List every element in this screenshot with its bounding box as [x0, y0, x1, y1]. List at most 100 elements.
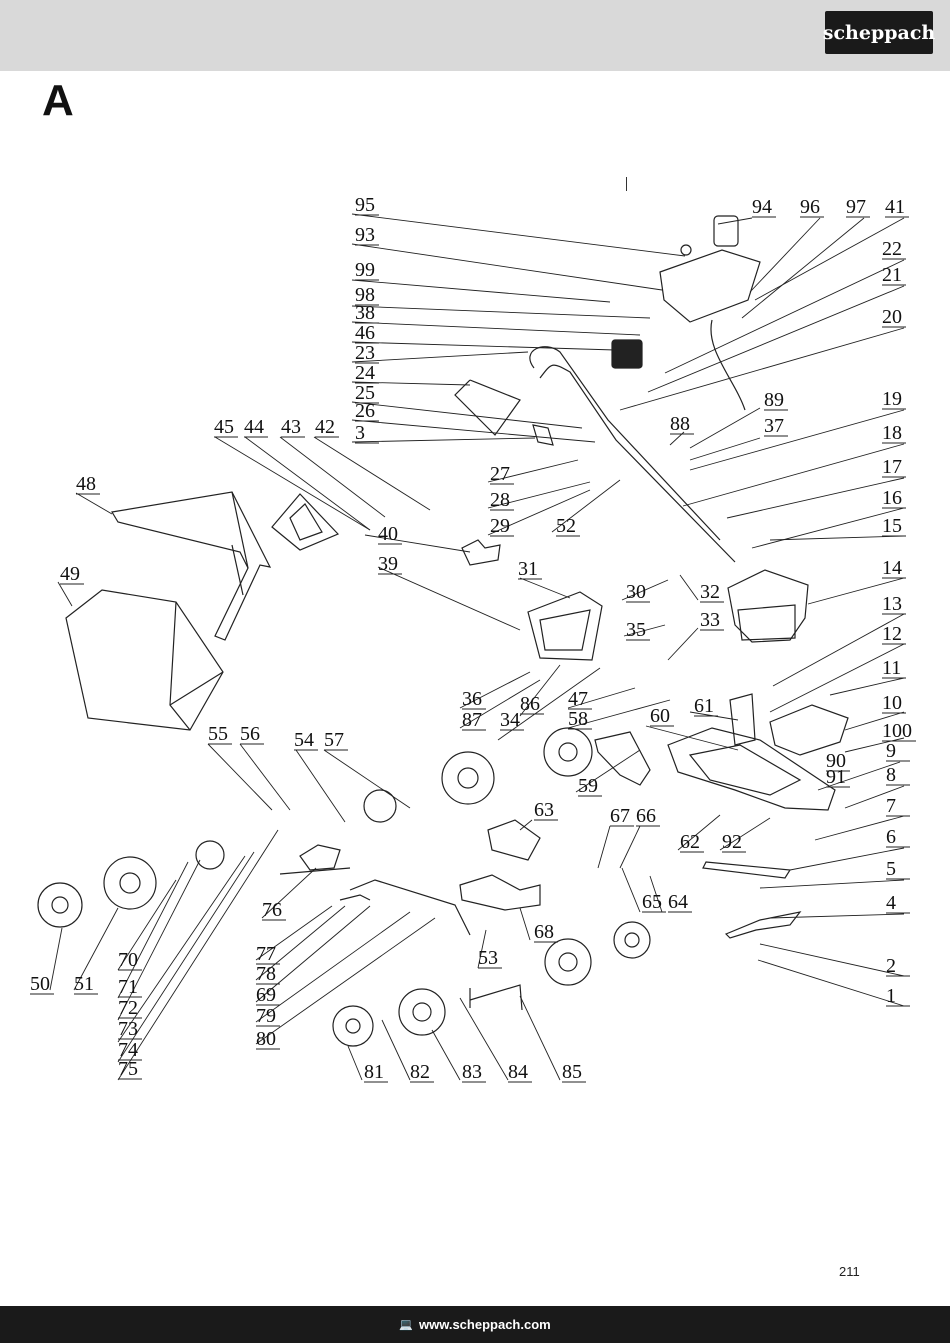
part-number-label: 65 — [642, 891, 662, 913]
part-number-label: 16 — [882, 487, 902, 509]
part-number-label: 24 — [355, 362, 375, 384]
part-number-label: 53 — [478, 947, 498, 969]
part-number-label: 18 — [882, 422, 902, 444]
part-number-label: 70 — [118, 949, 138, 971]
footer-bar: 💻 www.scheppach.com — [0, 1306, 950, 1343]
part-number-label: 55 — [208, 723, 228, 745]
part-number-label: 78 — [256, 963, 276, 985]
part-number-label: 92 — [722, 831, 742, 853]
part-number-label: 31 — [518, 558, 538, 580]
part-number-label: 63 — [534, 799, 554, 821]
part-number-label: 52 — [556, 515, 576, 537]
part-number-label: 95 — [355, 194, 375, 216]
part-number-label: 75 — [118, 1058, 138, 1080]
part-number-label: 64 — [668, 891, 688, 913]
part-number-label: 9 — [886, 740, 896, 762]
part-number-label: 48 — [76, 473, 96, 495]
part-number-label: 28 — [490, 489, 510, 511]
part-number-label: 26 — [355, 400, 375, 422]
part-number-label: 12 — [882, 623, 902, 645]
part-number-label: 88 — [670, 413, 690, 435]
part-number-label: 84 — [508, 1061, 528, 1083]
part-number-label: 19 — [882, 388, 902, 410]
marker-tick — [626, 177, 627, 191]
part-number-label: 99 — [355, 259, 375, 281]
part-number-label: 67 — [610, 805, 630, 827]
part-number-label: 90 — [826, 750, 846, 772]
part-number-label: 15 — [882, 515, 902, 537]
part-number-label: 91 — [826, 766, 846, 788]
part-number-label: 17 — [882, 456, 902, 478]
part-number-label: 71 — [118, 976, 138, 998]
part-number-label: 94 — [752, 196, 772, 218]
part-number-label: 41 — [885, 196, 905, 218]
part-number-label: 66 — [636, 805, 656, 827]
part-number-label: 27 — [490, 463, 510, 485]
page-number: 211 — [839, 1264, 860, 1279]
part-number-label: 21 — [882, 264, 902, 286]
part-number-label: 50 — [30, 973, 50, 995]
part-number-label: 7 — [886, 795, 896, 817]
part-number-label: 46 — [355, 322, 375, 344]
part-number-label: 82 — [410, 1061, 430, 1083]
part-number-label: 87 — [462, 709, 482, 731]
header-bar — [0, 0, 950, 71]
part-number-label: 29 — [490, 515, 510, 537]
part-number-label: 93 — [355, 224, 375, 246]
part-number-label: 39 — [378, 553, 398, 575]
part-number-label: 61 — [694, 695, 714, 717]
footer-url[interactable]: www.scheppach.com — [418, 1317, 551, 1332]
brand-logo-text: scheppach — [822, 21, 936, 44]
part-number-label: 69 — [256, 984, 276, 1006]
part-number-label: 89 — [764, 389, 784, 411]
part-number-label: 20 — [882, 306, 902, 328]
part-number-label: 97 — [846, 196, 866, 218]
part-number-label: 5 — [886, 858, 896, 880]
parts-artwork — [37, 215, 849, 1047]
part-number-label: 68 — [534, 921, 554, 943]
part-number-label: 85 — [562, 1061, 582, 1083]
part-number-label: 74 — [118, 1039, 138, 1061]
part-number-label: 37 — [764, 415, 784, 437]
part-number-label: 2 — [886, 955, 896, 977]
part-number-label: 10 — [882, 692, 902, 714]
part-number-label: 13 — [882, 593, 902, 615]
part-number-label: 47 — [568, 688, 588, 710]
part-number-label: 62 — [680, 831, 700, 853]
part-number-label: 58 — [568, 708, 588, 730]
part-number-label: 49 — [60, 563, 80, 585]
part-number-label: 60 — [650, 705, 670, 727]
part-number-label: 38 — [355, 302, 375, 324]
part-number-label: 77 — [256, 943, 276, 965]
part-number-label: 33 — [700, 609, 720, 631]
part-number-label: 80 — [256, 1028, 276, 1050]
part-number-label: 56 — [240, 723, 260, 745]
part-number-label: 54 — [294, 729, 314, 751]
part-number-label: 23 — [355, 342, 375, 364]
part-number-label: 11 — [882, 657, 901, 679]
part-number-label: 40 — [378, 523, 398, 545]
part-number-label: 36 — [462, 688, 482, 710]
brand-logo[interactable]: scheppach — [822, 11, 936, 54]
part-number-label: 25 — [355, 382, 375, 404]
section-letter: A — [42, 76, 74, 125]
part-number-label: 57 — [324, 729, 344, 751]
part-number-label: 73 — [118, 1018, 138, 1040]
part-number-label: 30 — [626, 581, 646, 603]
part-number-label: 79 — [256, 1005, 276, 1027]
part-number-label: 4 — [886, 892, 896, 914]
part-number-label: 72 — [118, 997, 138, 1019]
part-number-label: 76 — [262, 899, 282, 921]
part-number-label: 96 — [800, 196, 820, 218]
part-number-label: 8 — [886, 764, 896, 786]
part-number-label: 14 — [882, 557, 902, 579]
part-number-label: 22 — [882, 238, 902, 260]
part-number-label: 32 — [700, 581, 720, 603]
part-number-label: 42 — [315, 416, 335, 438]
part-number-label: 59 — [578, 775, 598, 797]
part-number-label: 83 — [462, 1061, 482, 1083]
part-number-label: 45 — [214, 416, 234, 438]
part-number-label: 100 — [882, 720, 912, 742]
part-number-label: 1 — [886, 985, 896, 1007]
